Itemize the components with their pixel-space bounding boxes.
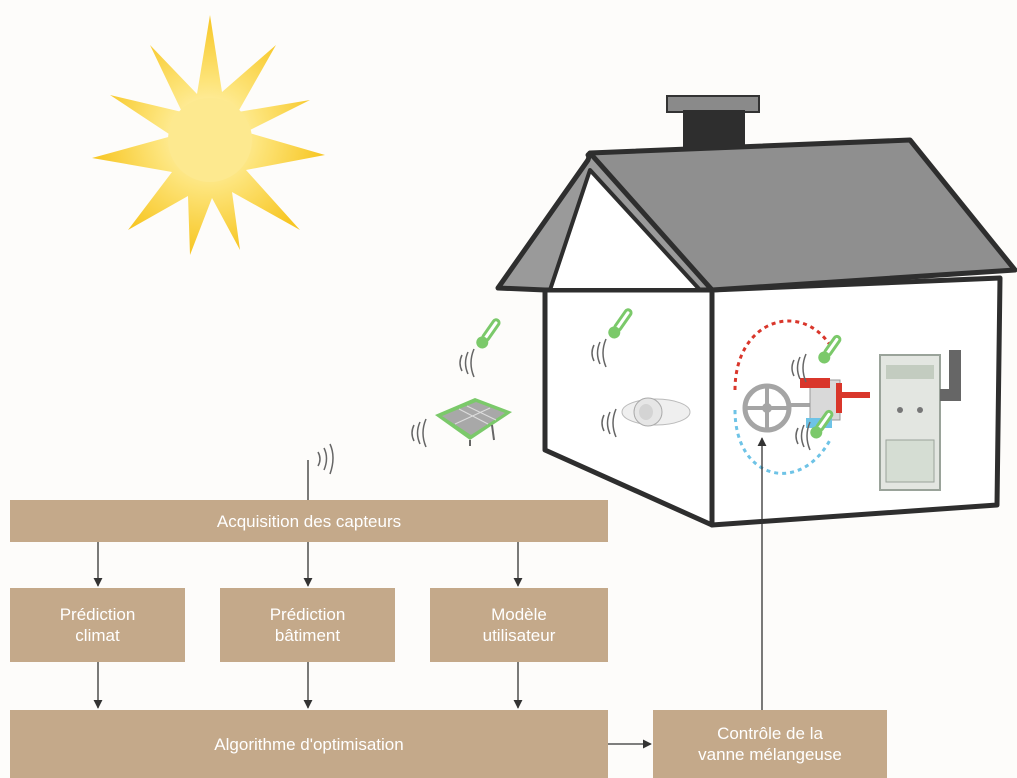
modele-utilisateur-line2: utilisateur xyxy=(482,626,556,645)
prediction-batiment-line1: Prédiction xyxy=(269,605,346,624)
hot-loop xyxy=(733,319,832,391)
motion-sensor-icon xyxy=(621,397,691,427)
boiler-icon xyxy=(879,350,961,491)
connector-lines xyxy=(93,437,767,749)
thermometer-icon xyxy=(476,318,501,349)
acquisition-box: Acquisition des capteurs xyxy=(10,500,608,542)
controle-vanne-box: Contrôle de la vanne mélangeuse xyxy=(653,710,887,778)
algorithme-box: Algorithme d'optimisation xyxy=(10,710,608,778)
thermometer-icon xyxy=(608,308,633,339)
heating-circuit xyxy=(733,319,961,491)
controle-line1: Contrôle de la xyxy=(717,724,823,743)
prediction-climat-line2: climat xyxy=(75,626,120,645)
modele-utilisateur-box: Modèle utilisateur xyxy=(430,588,608,662)
sun-icon xyxy=(92,15,325,255)
wifi-waves-icon xyxy=(317,338,811,475)
modele-utilisateur-line1: Modèle xyxy=(491,605,547,624)
prediction-climat-box: Prédiction climat xyxy=(10,588,185,662)
prediction-batiment-line2: bâtiment xyxy=(274,626,341,645)
controle-line2: vanne mélangeuse xyxy=(698,745,842,764)
prediction-climat-line1: Prédiction xyxy=(59,605,136,624)
thermometer-icon xyxy=(810,409,834,439)
chimney xyxy=(666,95,760,113)
thermometer-icon xyxy=(818,334,842,364)
acquisition-label: Acquisition des capteurs xyxy=(216,511,402,531)
prediction-batiment-box: Prédiction bâtiment xyxy=(220,588,395,662)
algorithme-label: Algorithme d'optimisation xyxy=(214,734,404,754)
cold-loop xyxy=(733,409,832,475)
house-front-wall xyxy=(709,275,1003,528)
solar-panel-icon xyxy=(435,398,512,446)
